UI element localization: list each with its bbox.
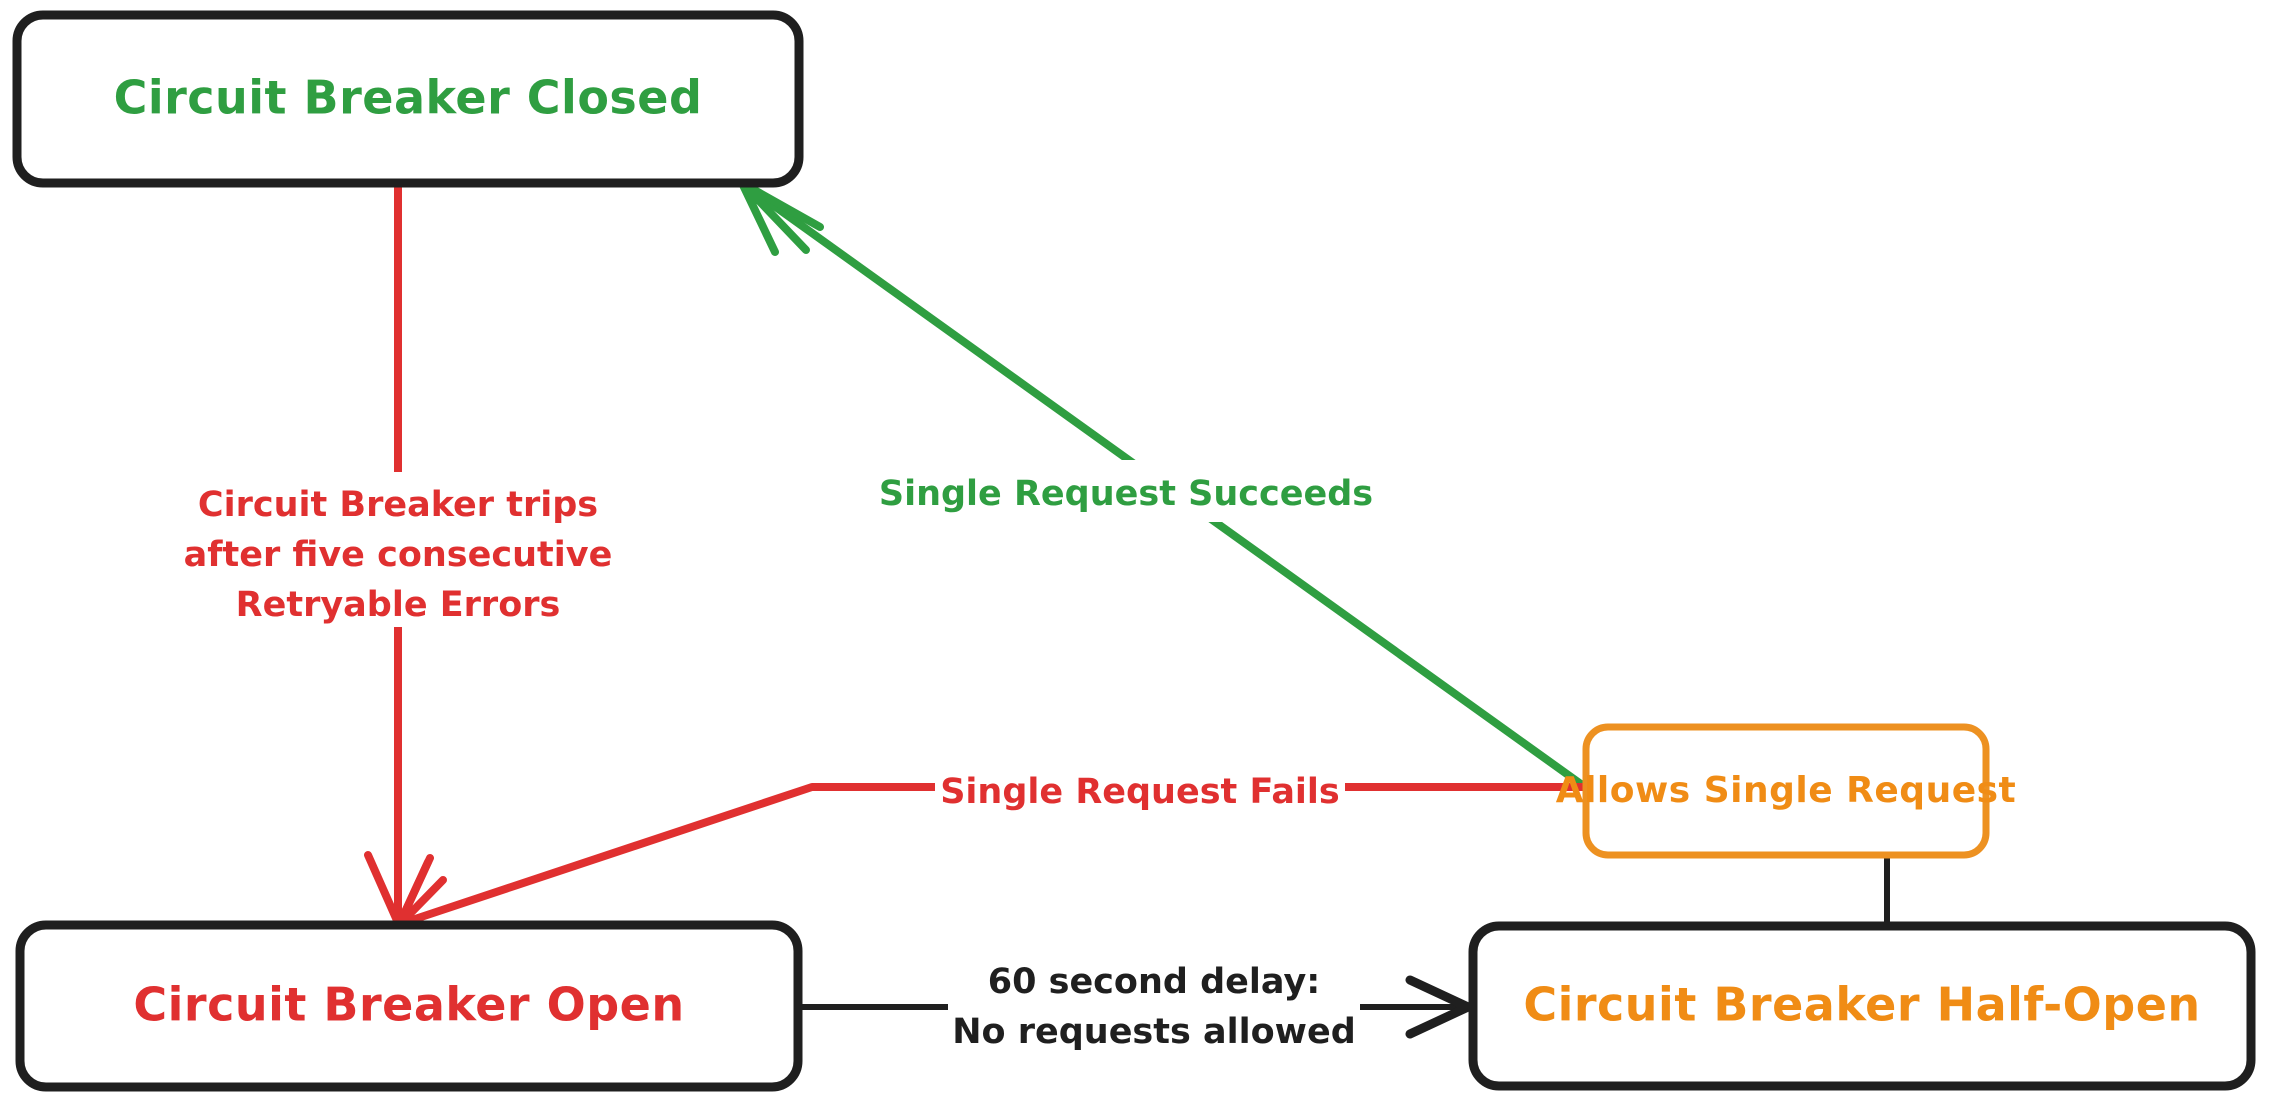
edge-label-allows-to-open-text: Single Request Fails: [940, 772, 1340, 812]
edge-open-to-half-open-arrowhead: [1405, 975, 1473, 1039]
edge-label-closed-to-open-bg: [175, 472, 605, 627]
node-circuit-breaker-closed-label: Circuit Breaker Closed: [114, 71, 703, 125]
edge-label-open-to-half-open: 60 second delay: No requests allowed: [948, 955, 1360, 1065]
edge-label-allows-to-closed-text: Single Request Succeeds: [879, 474, 1373, 514]
node-circuit-breaker-half-open-box[interactable]: [1468, 921, 2256, 1091]
node-circuit-breaker-closed-box[interactable]: [12, 10, 804, 188]
node-circuit-breaker-open-label: Circuit Breaker Open: [133, 978, 684, 1032]
edge-label-open-to-half-open-line-2: No requests allowed: [952, 1012, 1356, 1052]
edge-label-open-to-half-open-bg: [948, 955, 1360, 1065]
node-allows-single-request-box[interactable]: [1582, 723, 1990, 859]
node-allows-single-request[interactable]: Allows Single Request: [1556, 723, 2017, 859]
edge-label-allows-to-closed: Single Request Succeeds: [879, 460, 1373, 522]
edge-label-open-to-half-open-line-1: 60 second delay:: [988, 962, 1321, 1002]
edge-label-allows-to-open: Single Request Fails: [935, 758, 1345, 818]
edge-label-allows-to-closed-bg: [912, 460, 1340, 522]
edge-label-closed-to-open-line-1: Circuit Breaker trips: [198, 485, 598, 525]
edge-label-closed-to-open-line-3: Retryable Errors: [236, 585, 561, 625]
node-circuit-breaker-half-open[interactable]: Circuit Breaker Half-Open: [1468, 921, 2256, 1091]
node-circuit-breaker-half-open-label: Circuit Breaker Half-Open: [1523, 978, 2200, 1032]
node-circuit-breaker-open-box[interactable]: [15, 920, 803, 1092]
edge-label-closed-to-open: Circuit Breaker trips after five consecu…: [175, 472, 612, 627]
node-allows-single-request-label: Allows Single Request: [1556, 770, 2017, 811]
edge-label-allows-to-open-bg: [935, 758, 1345, 818]
node-circuit-breaker-open[interactable]: Circuit Breaker Open: [15, 920, 803, 1092]
edge-label-closed-to-open-line-2: after five consecutive: [184, 535, 613, 575]
node-circuit-breaker-closed[interactable]: Circuit Breaker Closed: [12, 10, 804, 188]
edge-allows-to-closed-arrowhead: [738, 179, 824, 256]
